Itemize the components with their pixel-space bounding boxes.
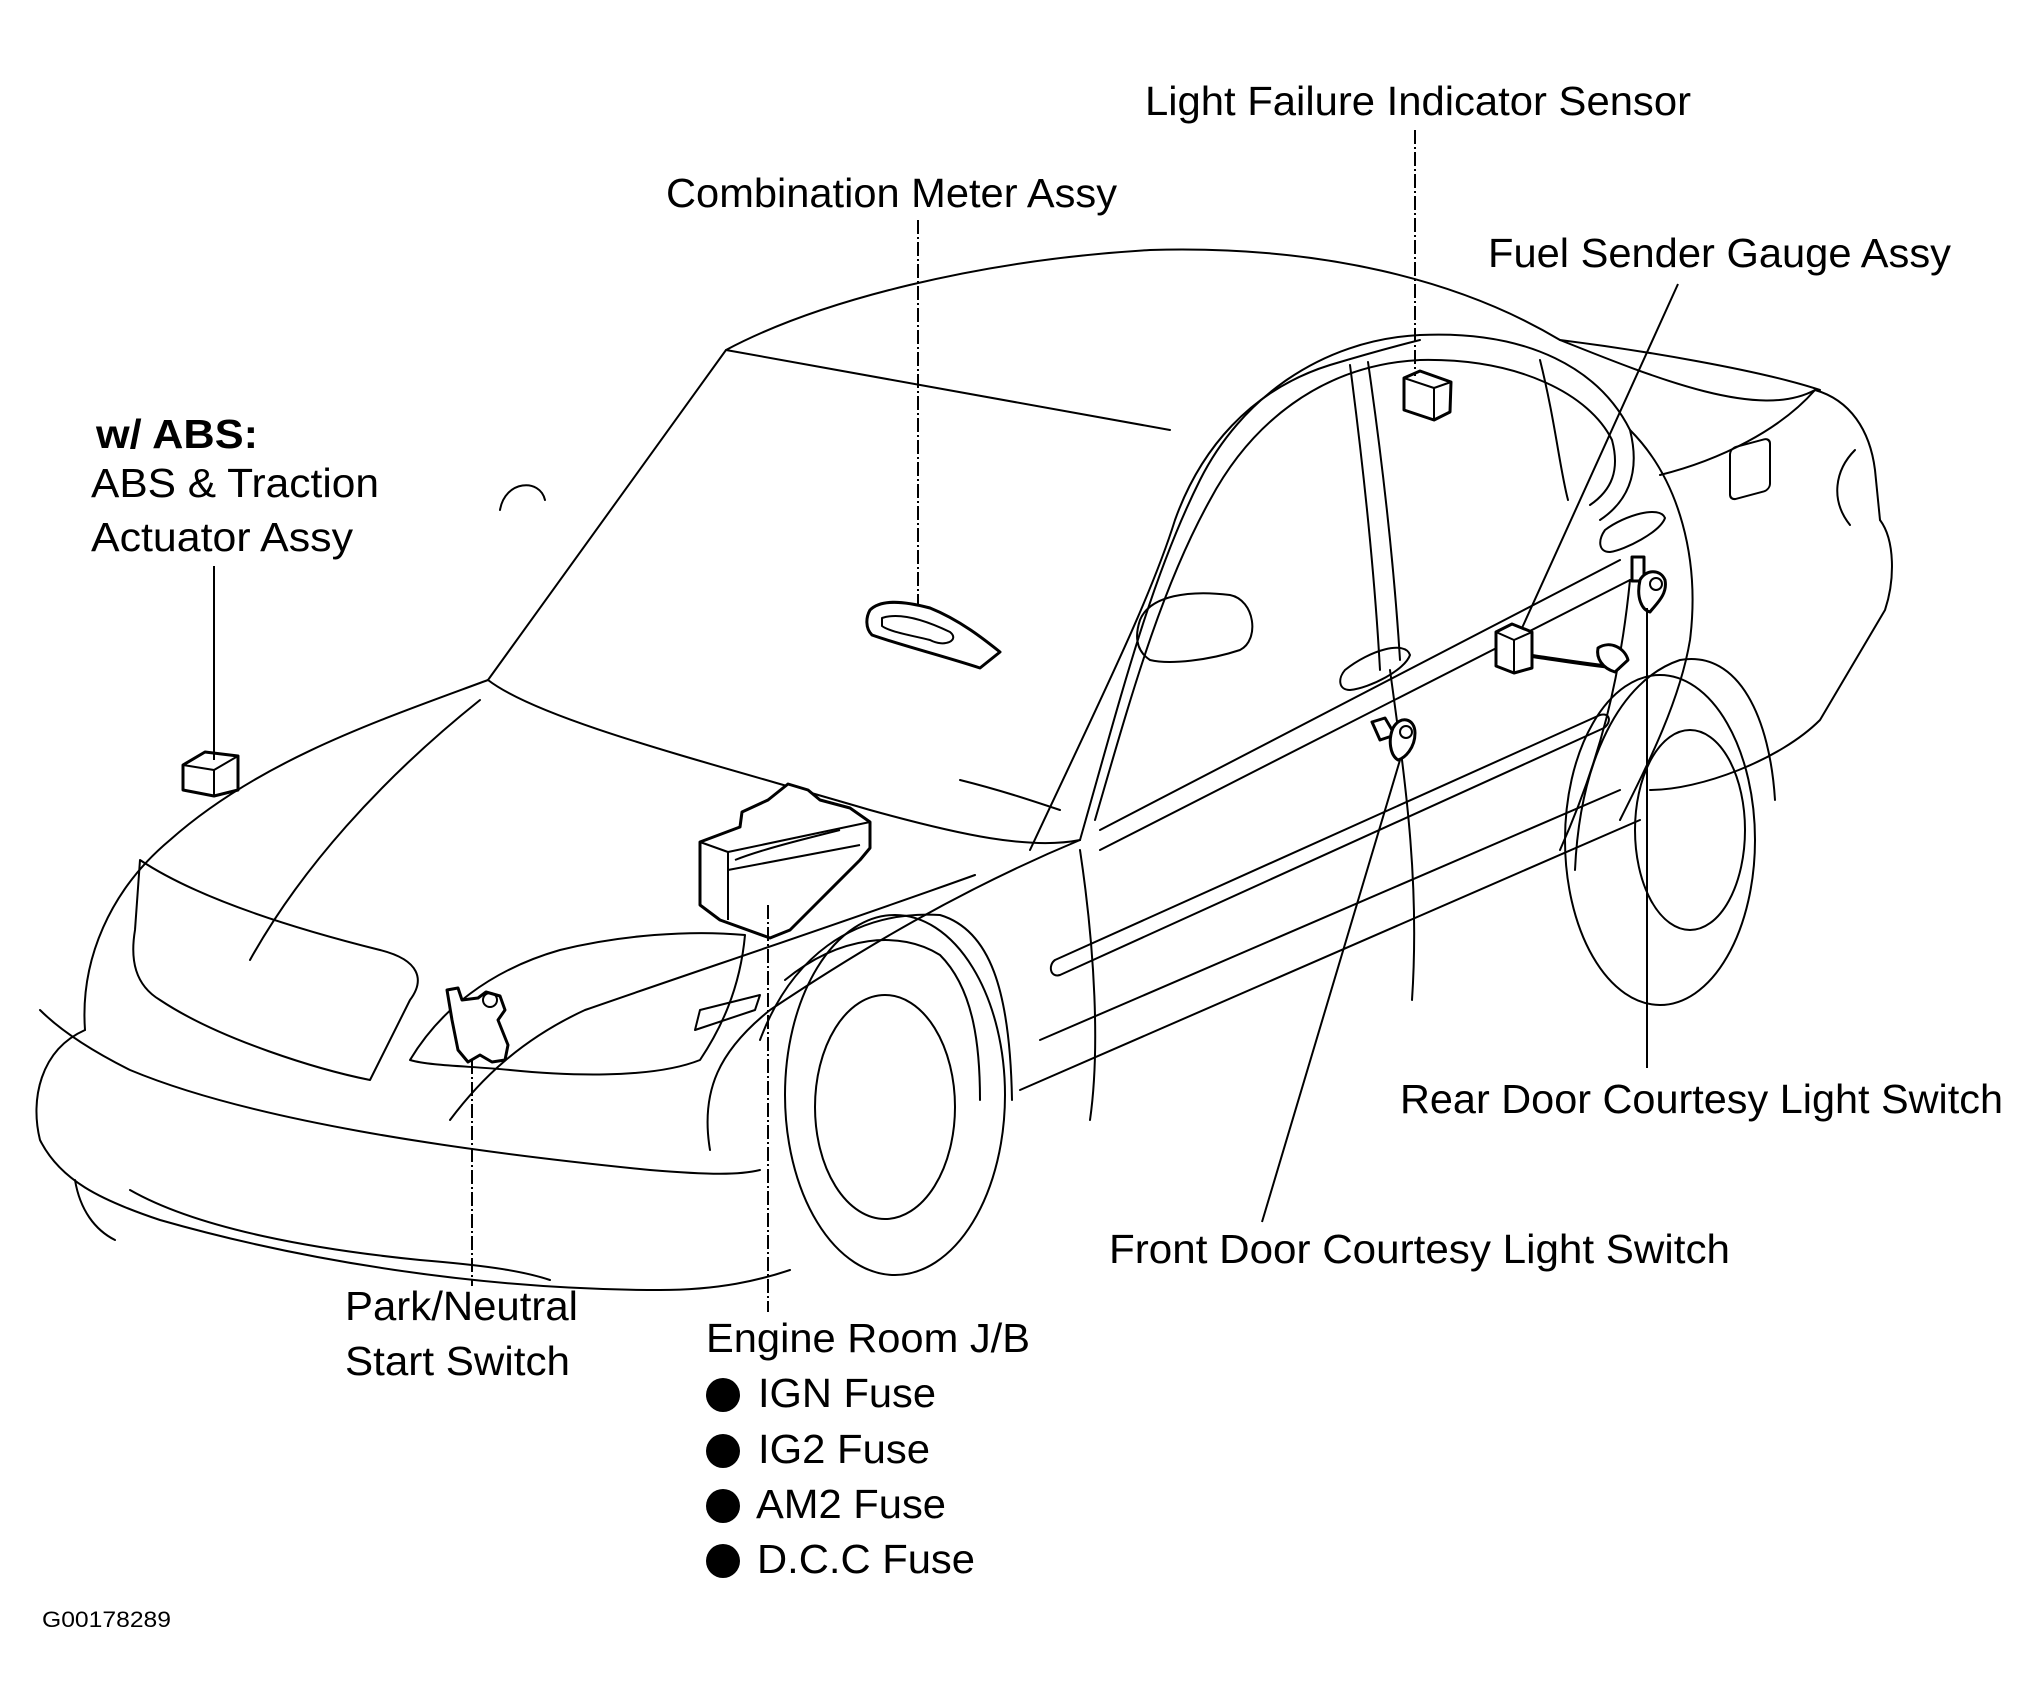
b-pillar-inner	[1367, 361, 1401, 661]
labels: w/ ABS: ABS & Traction Actuator Assy Com…	[42, 78, 2003, 1632]
bumper-upper-line	[39, 1009, 761, 1175]
rear-door-rear-edge	[1559, 579, 1631, 851]
hood-left-edge	[83, 679, 489, 1031]
park-neutral-label-line1: Park/Neutral	[345, 1283, 578, 1329]
rear-door-switch-label: Rear Door Courtesy Light Switch	[1400, 1076, 2003, 1122]
fuse-list-item: D.C.C Fuse	[706, 1536, 975, 1582]
front-bumper	[35, 1029, 791, 1291]
bullet-icon	[706, 1489, 740, 1523]
fuse-list-item: AM2 Fuse	[706, 1481, 946, 1527]
fuse-list-item: IGN Fuse	[706, 1370, 936, 1416]
front-tire-outer	[784, 914, 1006, 1276]
c-pillar	[1539, 359, 1569, 501]
front-door-front-edge	[1079, 849, 1097, 1121]
fuse-label: IG2 Fuse	[758, 1426, 930, 1472]
fuse-list: IGN Fuse IG2 Fuse AM2 Fuse D.C.C Fuse	[706, 1370, 975, 1582]
rear-door-courtesy-switch-icon[interactable]	[1630, 555, 1667, 614]
bumper-lower-intake	[129, 1189, 551, 1281]
side-mirror	[1136, 592, 1254, 663]
rear-quarter	[1619, 429, 1694, 821]
front-wheel-arch-inner	[784, 939, 981, 1101]
hood-right-edge	[449, 874, 976, 1121]
antenna	[499, 484, 546, 511]
abs-actuator-label-line1: ABS & Traction	[91, 460, 379, 506]
abs-actuator-icon[interactable]	[181, 750, 240, 798]
bullet-icon	[706, 1434, 740, 1468]
a-pillar	[1029, 339, 1421, 851]
cowl-detail	[959, 779, 1061, 811]
belt-line-lower	[1099, 579, 1631, 851]
fuse-label: IGN Fuse	[758, 1370, 936, 1416]
fuse-list-item: IG2 Fuse	[706, 1426, 930, 1472]
figure-id: G00178289	[42, 1607, 171, 1632]
front-door-handle	[1339, 646, 1411, 691]
hood-centerline	[249, 699, 481, 961]
rear-door-handle	[1599, 511, 1666, 553]
fuel-door	[1729, 438, 1771, 501]
engine-room-jb-label: Engine Room J/B	[706, 1315, 1030, 1361]
side-marker	[694, 994, 761, 1031]
front-door-courtesy-switch-icon[interactable]	[1370, 716, 1417, 762]
park-neutral-label-line2: Start Switch	[345, 1338, 570, 1384]
park-neutral-start-switch-icon[interactable]	[445, 986, 510, 1064]
fuel-sender-label: Fuel Sender Gauge Assy	[1488, 230, 1952, 276]
rear-tire-rim	[1634, 729, 1746, 931]
fuse-label: AM2 Fuse	[756, 1481, 946, 1527]
headlamp	[409, 932, 746, 1076]
front-door-rear-edge	[1389, 669, 1416, 1001]
light-failure-sensor-label: Light Failure Indicator Sensor	[1145, 78, 1691, 124]
rear-bumper	[1649, 519, 1893, 791]
cowl-line	[487, 679, 1081, 845]
front-wheel-arch	[759, 913, 1013, 1101]
combination-meter-icon[interactable]	[865, 600, 1002, 670]
components	[181, 369, 1667, 1064]
combination-meter-label: Combination Meter Assy	[666, 170, 1118, 216]
car-body-outline	[35, 248, 1893, 1291]
front-tire-rim	[814, 994, 956, 1220]
bullet-icon	[706, 1544, 740, 1578]
fog-lamp	[74, 1179, 116, 1241]
fuse-label: D.C.C Fuse	[757, 1536, 975, 1582]
leader-fuel-sender	[1521, 283, 1679, 629]
rear-wheel-arch	[1574, 658, 1776, 871]
abs-condition-label: w/ ABS:	[95, 411, 258, 457]
taillight	[1836, 449, 1856, 526]
window-frame-inner	[1094, 358, 1616, 821]
grille	[132, 859, 419, 1081]
leader-lines	[213, 130, 1679, 1312]
b-pillar	[1349, 364, 1381, 671]
rocker-upper	[1039, 789, 1621, 1041]
bullet-icon	[706, 1378, 740, 1412]
fuel-sender-gauge-icon[interactable]	[1494, 622, 1630, 675]
windshield-top-edge	[725, 349, 1171, 431]
light-failure-sensor-icon[interactable]	[1402, 369, 1453, 422]
engine-room-jb-icon[interactable]	[698, 782, 872, 940]
rear-tire-outer	[1564, 674, 1756, 1006]
leader-front-door-switch	[1261, 759, 1401, 1223]
trunk-edge	[1659, 389, 1816, 476]
front-door-switch-label: Front Door Courtesy Light Switch	[1109, 1226, 1730, 1272]
abs-actuator-label-line2: Actuator Assy	[91, 514, 354, 560]
rocker-lower	[1019, 819, 1641, 1091]
roof-line	[487, 248, 1821, 681]
front-fender	[706, 839, 1081, 1151]
